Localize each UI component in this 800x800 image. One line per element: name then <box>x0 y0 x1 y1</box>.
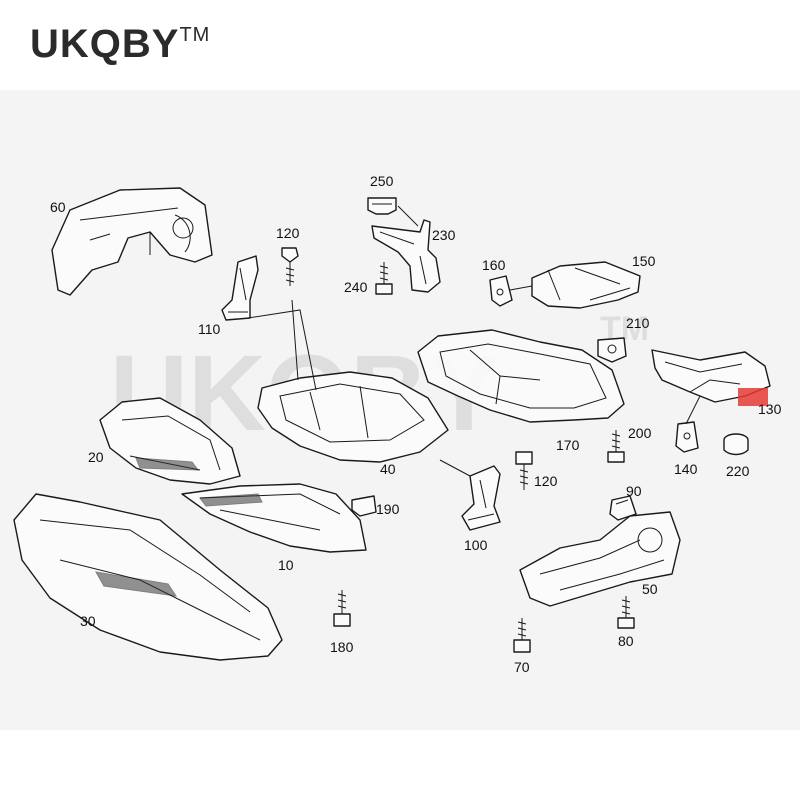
part-130-right-cover <box>651 349 771 406</box>
part-120-screw-bottom <box>515 451 533 490</box>
brand-logo: UKQBYTM <box>30 22 210 67</box>
part-140-clip <box>675 421 699 453</box>
part-90-block <box>609 495 637 521</box>
part-190-clip <box>351 495 377 517</box>
label-20: 20 <box>88 449 104 465</box>
highlight-marker <box>738 388 768 406</box>
part-30-front-panel <box>13 493 283 661</box>
label-230: 230 <box>432 227 456 243</box>
label-250: 250 <box>370 173 394 189</box>
label-150: 150 <box>632 253 656 269</box>
part-200-screw <box>607 430 625 463</box>
part-10-lower-panel <box>181 483 367 553</box>
label-40: 40 <box>380 461 396 477</box>
label-50: 50 <box>642 581 658 597</box>
part-50-rear-panel <box>519 511 681 607</box>
label-90: 90 <box>626 483 642 499</box>
label-60: 60 <box>50 199 66 215</box>
label-120-bottom: 120 <box>534 473 558 489</box>
part-170-frame <box>417 329 625 423</box>
leader-lines <box>247 205 701 477</box>
label-200: 200 <box>628 425 652 441</box>
part-labels: 60 110 120 250 230 240 160 150 210 130 1… <box>50 173 782 675</box>
label-70: 70 <box>514 659 530 675</box>
label-140: 140 <box>674 461 698 477</box>
label-160: 160 <box>482 257 506 273</box>
label-130: 130 <box>758 401 782 417</box>
label-10: 10 <box>278 557 294 573</box>
part-120-screw-top <box>281 247 299 286</box>
label-30: 30 <box>80 613 96 629</box>
part-70-screw <box>513 618 531 653</box>
brand-name: UKQBY <box>30 22 180 66</box>
part-60-side-cover <box>51 187 213 296</box>
part-210-nut <box>597 337 627 363</box>
label-80: 80 <box>618 633 634 649</box>
part-230-bracket <box>371 219 441 293</box>
part-110-bracket <box>221 255 259 321</box>
part-40-main-panel <box>257 371 449 463</box>
label-190: 190 <box>376 501 400 517</box>
part-240-screw <box>375 262 393 295</box>
part-100-bracket <box>461 465 501 531</box>
label-220: 220 <box>726 463 750 479</box>
part-160-clip <box>489 275 513 307</box>
label-120-top: 120 <box>276 225 300 241</box>
part-80-screw <box>617 596 635 629</box>
part-220-grommet <box>723 433 749 456</box>
part-180-screw <box>333 590 351 627</box>
label-110: 110 <box>198 321 221 337</box>
label-100: 100 <box>464 537 488 553</box>
label-180: 180 <box>330 639 354 655</box>
part-150-rear-cover <box>531 261 641 309</box>
part-250-clip <box>367 197 397 215</box>
label-240: 240 <box>344 279 368 295</box>
label-170: 170 <box>556 437 580 453</box>
part-20-left-panel <box>99 397 241 485</box>
brand-trademark: TM <box>179 24 211 46</box>
label-210: 210 <box>626 315 650 331</box>
